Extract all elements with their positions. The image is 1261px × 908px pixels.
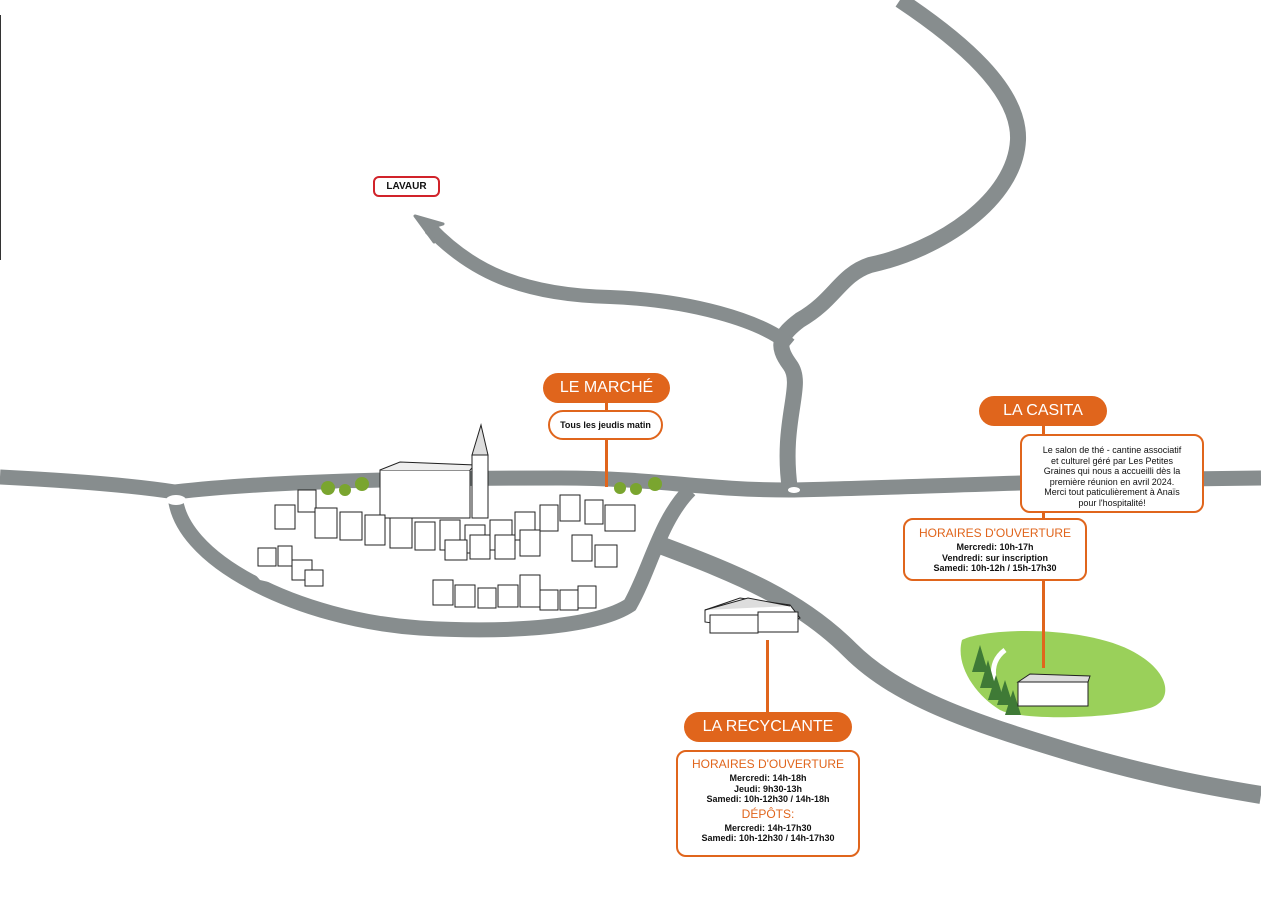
marche-note: Tous les jeudis matin bbox=[548, 410, 663, 440]
casita-stem bbox=[1042, 581, 1045, 668]
casita-stem-mid bbox=[1042, 513, 1045, 519]
casita-desc-line: pour l'hospitalité! bbox=[1078, 497, 1146, 508]
marche-stem bbox=[605, 440, 608, 487]
casita-trees bbox=[972, 645, 1021, 715]
road-main bbox=[0, 469, 1261, 500]
casita-title: LA CASITA bbox=[979, 396, 1107, 426]
recyclante-depots-line: Mercredi: 14h-17h30 bbox=[724, 822, 812, 833]
recyclante-hours-title: HORAIRES D'OUVERTURE bbox=[691, 757, 845, 771]
casita-desc-line: Graines qui nous a accueilli dès la bbox=[1043, 466, 1181, 476]
church-roof bbox=[379, 461, 477, 471]
recyclante-depots-title: DÉPÔTS: bbox=[741, 806, 795, 821]
left-edge-line bbox=[0, 15, 1, 260]
village-houses bbox=[257, 423, 636, 611]
casita-hours-line: Vendredi: sur inscription bbox=[941, 552, 1049, 563]
road-southeast bbox=[656, 536, 1261, 804]
recyclante-hours-box: HORAIRES D'OUVERTURE Mercredi: 14h-18h J… bbox=[676, 750, 860, 857]
recyclante-hours-line: Mercredi: 14h-18h bbox=[729, 773, 807, 783]
casita-hours-title: HORAIRES D'OUVERTURE bbox=[918, 526, 1072, 540]
recyclante-title: LA RECYCLANTE bbox=[684, 712, 852, 742]
recyclante-building bbox=[704, 597, 801, 634]
casita-desc-line: et culturel géré par Les Petites bbox=[1050, 455, 1174, 466]
church-nave bbox=[379, 469, 471, 519]
church-spire bbox=[471, 423, 489, 456]
roundabout-west bbox=[166, 495, 186, 505]
casita-hours-line: Samedi: 10h-12h / 15h-17h30 bbox=[933, 563, 1057, 573]
casita-desc-line: première réunion en avril 2024. bbox=[1049, 476, 1175, 487]
recyclante-stem bbox=[766, 640, 769, 713]
roundabout-east bbox=[788, 487, 800, 493]
casita-desc-line: Le salon de thé - cantine associatif bbox=[1042, 445, 1182, 455]
house-row-2 bbox=[257, 529, 618, 587]
casita-desc-line: Merci tout paticulièrement à Anaïs bbox=[1044, 487, 1180, 497]
village-trees bbox=[321, 477, 662, 496]
church-tower bbox=[471, 454, 489, 519]
marche-stem-top bbox=[605, 403, 608, 411]
road-north bbox=[773, 0, 1026, 492]
casita-building bbox=[1016, 673, 1091, 707]
recyclante-hours-line: Samedi: 10h-12h30 / 14h-18h bbox=[706, 794, 830, 804]
house-row-3 bbox=[432, 574, 597, 611]
recyclante-depots-line: Samedi: 10h-12h30 / 14h-17h30 bbox=[701, 833, 835, 843]
marche-title: LE MARCHÉ bbox=[543, 373, 670, 403]
casita-stem-top bbox=[1042, 426, 1045, 436]
recyclante-hours-line: Jeudi: 9h30-13h bbox=[733, 783, 803, 794]
casita-hours-box: HORAIRES D'OUVERTURE Mercredi: 10h-17h V… bbox=[903, 518, 1087, 581]
road-to-lavaur bbox=[424, 223, 795, 351]
casita-description: Le salon de thé - cantine associatif et … bbox=[1020, 434, 1204, 513]
road-ring bbox=[167, 484, 696, 638]
lavaur-arrow-icon bbox=[413, 214, 445, 244]
lavaur-sign: LAVAUR bbox=[373, 176, 440, 197]
casita-hours-line: Mercredi: 10h-17h bbox=[956, 542, 1034, 552]
